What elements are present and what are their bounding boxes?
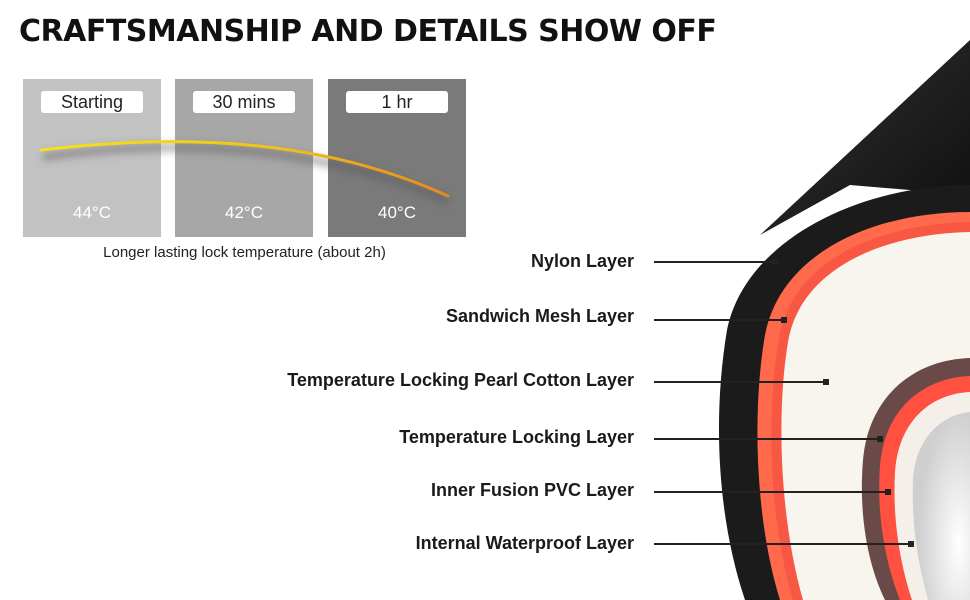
label-temperature-locking-layer: Temperature Locking Layer xyxy=(399,427,634,447)
caption: Longer lasting lock temperature (about 2… xyxy=(103,244,386,261)
inner-core-shape xyxy=(912,412,970,600)
label-nylon-layer: Nylon Layer xyxy=(530,251,634,271)
nylon-layer-shape xyxy=(718,185,970,600)
time-label: 30 mins xyxy=(193,91,295,113)
temperature-panel-30-mins: 30 mins 42°C xyxy=(175,79,313,237)
label-pearl-cotton-layer: Temperature Locking Pearl Cotton Layer xyxy=(287,370,634,390)
temperature-value: 42°C xyxy=(225,203,263,222)
temperature-panel-1-hr: 1 hr 40°C xyxy=(328,79,466,237)
bag-body-top xyxy=(760,40,970,235)
label-inner-fusion-pvc-layer: Inner Fusion PVC Layer xyxy=(430,480,634,500)
page-title: CRAFTSMANSHIP AND DETAILS SHOW OFF xyxy=(19,14,717,49)
leader-dots xyxy=(772,259,914,547)
temperature-value: 40°C xyxy=(378,203,416,222)
time-label: 1 hr xyxy=(346,91,448,113)
label-sandwich-mesh-layer: Sandwich Mesh Layer xyxy=(445,306,634,326)
label-internal-waterproof-layer: Internal Waterproof Layer xyxy=(415,533,634,553)
waterproof-layer-shape xyxy=(894,392,970,600)
mesh-layer-shape xyxy=(757,212,970,600)
temperature-locking-layer-shape xyxy=(861,358,970,600)
pearl-cotton-layer-shape xyxy=(781,232,970,600)
pvc-layer-shape xyxy=(879,376,970,600)
time-label: Starting xyxy=(41,91,143,113)
leader-lines xyxy=(654,261,911,545)
mesh-layer-inner-shade xyxy=(771,222,970,600)
temperature-value: 44°C xyxy=(73,203,111,222)
temperature-panel-starting: Starting 44°C xyxy=(23,79,161,237)
